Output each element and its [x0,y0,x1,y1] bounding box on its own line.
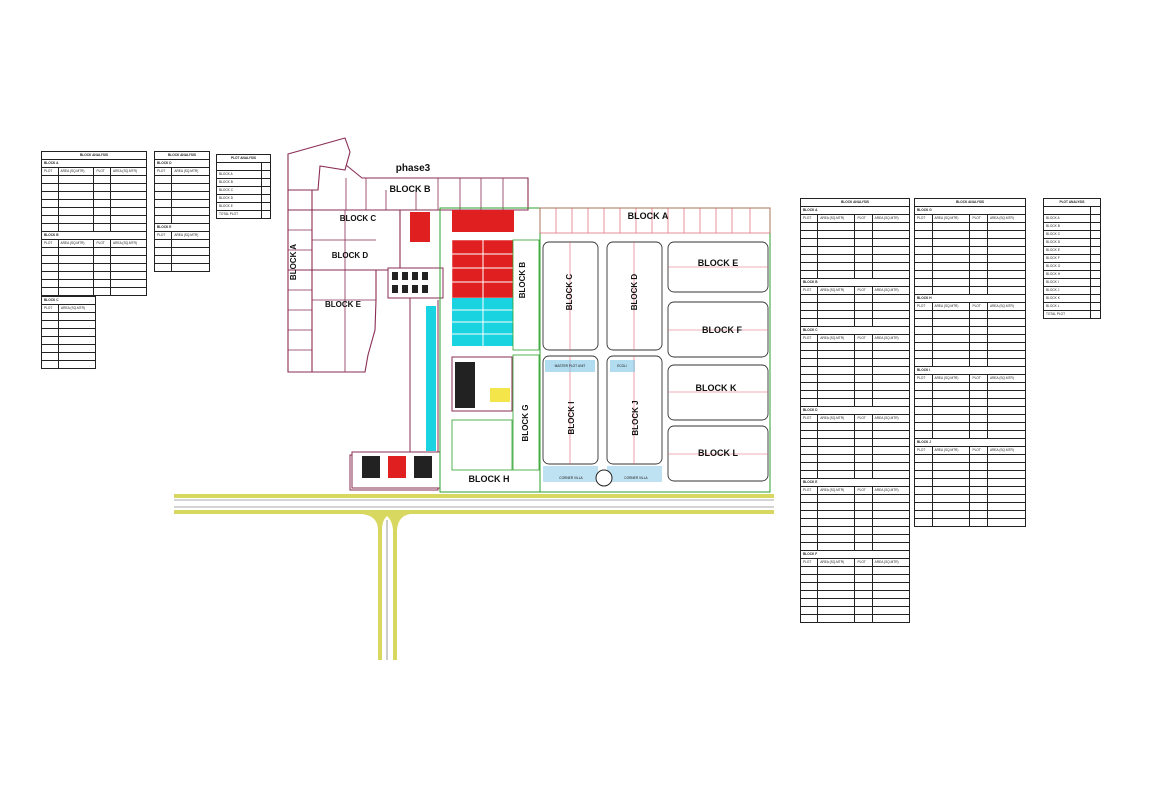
block-k-label: BLOCK K [696,383,737,393]
villa-unit [362,456,380,478]
right-plot-analysis-table: PLOT ANALYSIS BLOCK A BLOCK B BLOCK C BL… [1042,198,1101,319]
corner-villa-label: CORNER VILLA [559,476,583,480]
table-cell: TOTAL PLOT [1042,310,1092,319]
block-b-label: BLOCK B [390,184,431,194]
roundabout [595,469,613,487]
corner-villa-label: CORNER VILLA [624,476,648,480]
central-corridor [349,212,444,491]
left-wing-boundary [287,137,529,373]
block-f-label: BLOCK F [702,325,742,335]
block-b-top-cells [288,178,504,372]
plan-annotations: MASTER PLOT UNIT ECOLI CORNER VILLA CORN… [555,364,649,480]
block-g-label: BLOCK G [521,405,530,442]
block-j-outline [606,355,663,465]
ecoli-label: ECOLI [617,364,627,368]
amenity-strip [610,360,635,372]
block-i-label: BLOCK I [567,402,576,435]
block-i-outline [542,355,599,465]
amenity-strip [545,360,595,372]
block-d-outline [606,241,663,351]
block-a-label: BLOCK A [628,211,669,221]
block-d-label-east: BLOCK D [630,274,639,311]
block-b-east [451,210,540,471]
block-l-outline [667,425,769,482]
roads [174,494,774,660]
cyan-strip [426,306,436,451]
block-e-label: BLOCK E [698,258,739,268]
sheet-title: phase3 [396,163,431,174]
amenity-strip [543,466,598,482]
amenity-strip [607,466,662,482]
block-c-outline [542,241,599,351]
rounded-blocks [542,241,769,482]
block-a-label-west: BLOCK A [289,244,298,280]
left-plot-analysis-table: PLOT ANALYSIS BLOCK A BLOCK B BLOCK C BL… [216,154,272,219]
amenity-units [392,272,428,293]
block-b-label-east: BLOCK B [518,262,527,299]
side-road-right-edge [384,514,410,660]
block-labels: BLOCK B BLOCK C BLOCK D BLOCK E BLOCK A … [289,184,742,484]
block-c-label-east: BLOCK C [565,274,574,311]
villa-unit [414,456,432,478]
block-f-outline [667,301,769,358]
block-a-plots [539,207,771,234]
block-d-label: BLOCK D [332,251,369,260]
block-e-label-west: BLOCK E [325,300,362,309]
main-road-top-edge [174,494,774,498]
block-c-label: BLOCK C [340,214,377,223]
red-plots-column [410,212,430,242]
block-k-outline [667,364,769,421]
block-h-label: BLOCK H [469,474,510,484]
block-l-label: BLOCK L [698,448,738,458]
block-j-label: BLOCK J [631,400,640,435]
master-plot-unit-label: MASTER PLOT UNIT [555,364,586,368]
villa-unit [388,456,406,478]
side-road-left-edge [362,514,392,660]
main-road-bottom-edge [174,510,774,514]
block-subdivisions [569,242,768,464]
